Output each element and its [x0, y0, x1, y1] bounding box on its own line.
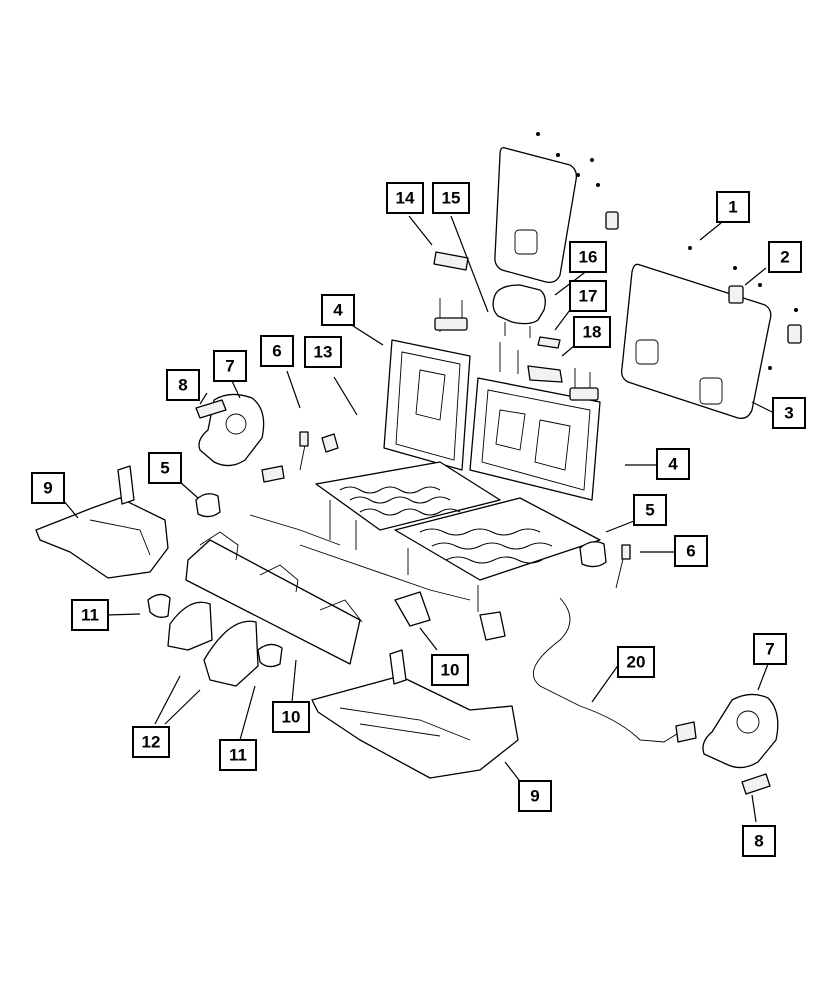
callout-9b: 9 [518, 780, 552, 812]
callout-6b: 6 [674, 535, 708, 567]
seat-back-frames [383, 298, 601, 501]
seat-back-panel-upper [494, 132, 619, 283]
callout-12: 12 [132, 726, 170, 758]
callout-5a: 5 [148, 452, 182, 484]
callout-18: 18 [573, 316, 611, 348]
release-handle-right [741, 773, 771, 795]
callout-11a: 11 [71, 599, 109, 631]
svg-text:17: 17 [579, 287, 598, 306]
svg-text:1: 1 [728, 198, 737, 217]
svg-text:11: 11 [229, 746, 247, 765]
callout-14: 14 [386, 182, 424, 214]
side-trim-cover-left [35, 465, 169, 579]
callout-5b: 5 [633, 494, 667, 526]
svg-text:10: 10 [282, 708, 301, 727]
callout-4b: 4 [656, 448, 690, 480]
svg-text:12: 12 [142, 733, 161, 752]
pins [261, 431, 631, 589]
seat-back-panel-lower [620, 246, 802, 419]
pivot-left [195, 493, 221, 518]
callout-7a: 7 [213, 350, 247, 382]
release-handle-left [195, 399, 227, 419]
callout-1: 1 [716, 191, 750, 223]
svg-text:8: 8 [754, 832, 763, 851]
svg-text:18: 18 [583, 323, 602, 342]
callout-10b: 10 [272, 701, 310, 733]
release-cable [532, 597, 697, 743]
seat-cushion-frames [249, 461, 601, 641]
callout-4a: 4 [321, 294, 355, 326]
hinge-cover-right [702, 693, 779, 769]
svg-text:14: 14 [396, 189, 415, 208]
callout-20: 20 [617, 646, 655, 678]
svg-text:7: 7 [225, 357, 234, 376]
callout-16: 16 [569, 241, 607, 273]
svg-text:7: 7 [765, 640, 774, 659]
callout-17: 17 [569, 280, 607, 312]
svg-text:10: 10 [441, 661, 460, 680]
lower-hinge-parts [147, 593, 283, 687]
callout-8b: 8 [742, 825, 776, 857]
svg-text:13: 13 [314, 343, 333, 362]
svg-text:2: 2 [780, 248, 789, 267]
lower-trim-rail [185, 531, 431, 665]
callout-9a: 9 [31, 472, 65, 504]
svg-text:16: 16 [579, 248, 598, 267]
svg-text:5: 5 [645, 501, 654, 520]
svg-text:6: 6 [272, 342, 281, 361]
callout-10a: 10 [431, 654, 469, 686]
callout-6a: 6 [260, 335, 294, 367]
svg-text:9: 9 [43, 479, 52, 498]
svg-text:4: 4 [333, 301, 343, 320]
svg-text:15: 15 [442, 189, 461, 208]
svg-text:5: 5 [160, 459, 169, 478]
callout-7b: 7 [753, 633, 787, 665]
svg-text:3: 3 [784, 404, 793, 423]
callout-3: 3 [772, 397, 806, 429]
svg-text:11: 11 [81, 606, 99, 625]
callout-15: 15 [432, 182, 470, 214]
svg-text:4: 4 [668, 455, 678, 474]
callout-2: 2 [768, 241, 802, 273]
svg-text:8: 8 [178, 376, 187, 395]
svg-text:20: 20 [627, 653, 646, 672]
pivot-right [579, 541, 607, 568]
side-trim-cover-right [311, 649, 519, 779]
svg-text:9: 9 [530, 787, 539, 806]
callout-8a: 8 [166, 369, 200, 401]
leader-lines [62, 215, 773, 823]
callout-13: 13 [304, 336, 342, 368]
headrest [433, 251, 563, 383]
callout-11b: 11 [219, 739, 257, 771]
svg-text:6: 6 [686, 542, 695, 561]
